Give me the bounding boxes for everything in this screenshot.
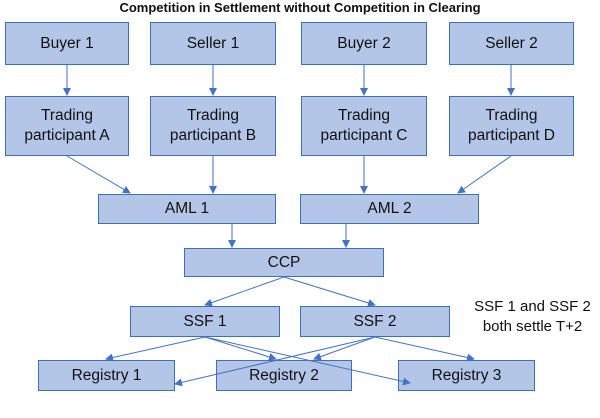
aml-2-box: AML 2	[300, 194, 479, 224]
settlement-note: SSF 1 and SSF 2 both settle T+2	[474, 298, 591, 335]
trading-participant-c-box: Trading participant C	[301, 96, 427, 156]
seller-2-box: Seller 2	[449, 22, 574, 65]
arrow-ssf2-to-registry1	[174, 336, 376, 387]
trading-participant-a-box: Trading participant A	[5, 96, 129, 156]
buyer-2-box: Buyer 2	[301, 22, 427, 65]
ssf-2-box: SSF 2	[300, 306, 450, 337]
arrow-ssf2-to-registry2	[313, 336, 376, 361]
seller-1-box: Seller 1	[150, 22, 276, 65]
aml-1-box: AML 1	[98, 194, 276, 224]
trading-participant-d-box: Trading participant D	[449, 96, 574, 156]
buyer-1-box: Buyer 1	[5, 22, 129, 65]
ssf-1-box: SSF 1	[130, 306, 280, 337]
arrow-ssf1-to-registry1	[105, 336, 206, 362]
trading-participant-b-box: Trading participant B	[150, 96, 276, 156]
arrow-ccp-to-ssf2	[283, 276, 376, 307]
arrow-ssf1-to-registry3	[204, 336, 411, 386]
arrow-ssf2-to-registry3	[374, 336, 475, 362]
arrow-tpd-to-aml2	[457, 155, 512, 194]
registry-1-box: Registry 1	[38, 360, 175, 391]
arrow-ccp-to-ssf1	[204, 276, 285, 307]
diagram-title: Competition in Settlement without Compet…	[119, 0, 481, 15]
arrow-ssf1-to-registry2	[204, 336, 277, 361]
arrow-tpa-to-aml1	[66, 155, 131, 194]
ccp-box: CCP	[184, 248, 384, 277]
